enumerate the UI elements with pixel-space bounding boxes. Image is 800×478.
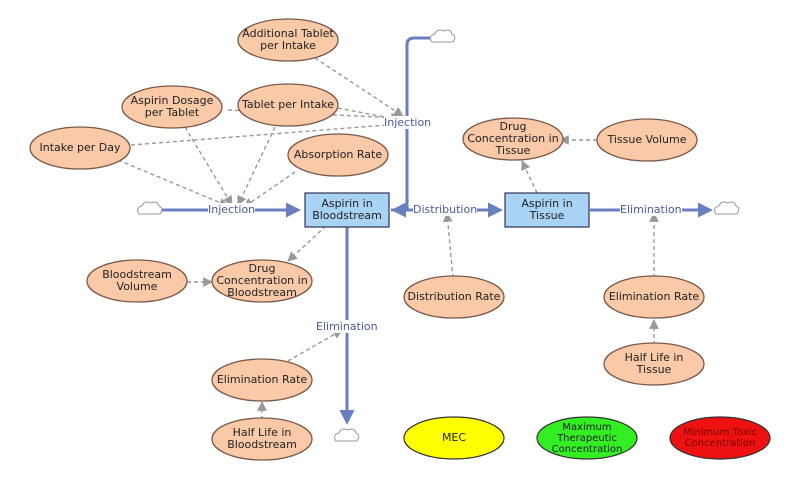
- link-absorption-to-injection: [243, 171, 296, 208]
- flow-injection-top: [391, 36, 430, 218]
- stock-label-tissue: Aspirin in Tissue: [521, 197, 573, 222]
- link-distrate-to-dist: [442, 212, 454, 279]
- var-elimination-rate-blood[interactable]: [211, 358, 313, 402]
- stock-aspirin-tissue[interactable]: [504, 192, 590, 228]
- label-tissue-volume: Tissue Volume: [607, 133, 687, 146]
- stock-label-bloodstream: Aspirin in Bloodstream: [312, 197, 382, 222]
- legend-max-therapeutic: [536, 416, 638, 460]
- label-half-life-blood: Half Life in Bloodstream: [227, 426, 297, 451]
- label-absorption-rate: Absorption Rate: [293, 148, 383, 161]
- label-half-life-tissue: Half Life in Tissue: [624, 351, 684, 376]
- label-drug-conc-blood: Drug Concentration in Bloodstream: [216, 262, 308, 299]
- var-elimination-rate-tissue[interactable]: [603, 275, 705, 319]
- link-elimrate-to-elim-blood: [287, 329, 343, 362]
- flow-label-injection-top: Injection: [384, 116, 432, 129]
- legend-label-mec: MEC: [441, 431, 467, 444]
- legend-min-toxic: [669, 416, 771, 460]
- link-tablet-to-injection: [237, 126, 276, 206]
- flow-label-injection: Injection: [208, 203, 256, 216]
- label-elimination-rate-tissue: Elimination Rate: [608, 290, 700, 303]
- label-bloodstream-volume: Bloodstream Volume: [102, 268, 172, 293]
- label-tablet-per-intake: Tablet per Intake: [241, 98, 335, 111]
- label-additional-tablet: Additional Tablet per Intake: [242, 27, 334, 52]
- cloud-sink-tissue-icon: [714, 201, 740, 215]
- var-drug-conc-tissue[interactable]: [462, 117, 564, 161]
- link-additional-to-injection: [314, 57, 404, 117]
- cloud-source-injection-icon: [137, 201, 163, 215]
- flow-label-distribution: Distribution: [413, 203, 478, 216]
- link-intake-to-injection: [117, 159, 229, 208]
- label-elimination-rate-blood: Elimination Rate: [216, 373, 308, 386]
- flow-label-elimination-tissue: Elimination: [620, 203, 682, 216]
- link-tissue-to-conc: [521, 160, 538, 194]
- var-absorption-rate[interactable]: [287, 133, 389, 177]
- var-aspirin-dosage[interactable]: [121, 85, 223, 129]
- var-half-life-tissue[interactable]: [603, 342, 705, 386]
- var-additional-tablet[interactable]: [237, 18, 339, 62]
- label-drug-conc-tissue: Drug Concentration in Tissue: [467, 120, 559, 157]
- flow-label-elimination-blood: Elimination: [316, 320, 378, 333]
- label-intake-per-day: Intake per Day: [39, 141, 121, 154]
- var-bloodstream-volume[interactable]: [86, 259, 188, 303]
- var-intake-per-day[interactable]: [29, 126, 131, 170]
- var-half-life-blood[interactable]: [211, 417, 313, 461]
- legend-label-max-therapeutic: Maximum Therapeutic Concentration: [551, 421, 623, 455]
- cloud-source-injection-top-icon: [430, 29, 456, 43]
- link-dosage-to-injection: [184, 126, 233, 206]
- stock-aspirin-bloodstream[interactable]: [304, 192, 390, 228]
- cloud-sink-blood-icon: [334, 428, 360, 442]
- var-drug-conc-blood[interactable]: [211, 259, 313, 303]
- link-blood-to-conc: [287, 225, 327, 262]
- link-intake-to-injection-top: [130, 119, 401, 146]
- label-distribution-rate: Distribution Rate: [407, 290, 501, 303]
- legend-mec: [403, 416, 505, 460]
- var-distribution-rate[interactable]: [403, 275, 505, 319]
- label-aspirin-dosage: Aspirin Dosage per Tablet: [130, 94, 214, 119]
- var-tissue-volume[interactable]: [596, 118, 698, 162]
- var-tablet-per-intake[interactable]: [237, 83, 339, 127]
- legend-label-min-toxic: Minimum Toxic Concentration: [683, 427, 757, 449]
